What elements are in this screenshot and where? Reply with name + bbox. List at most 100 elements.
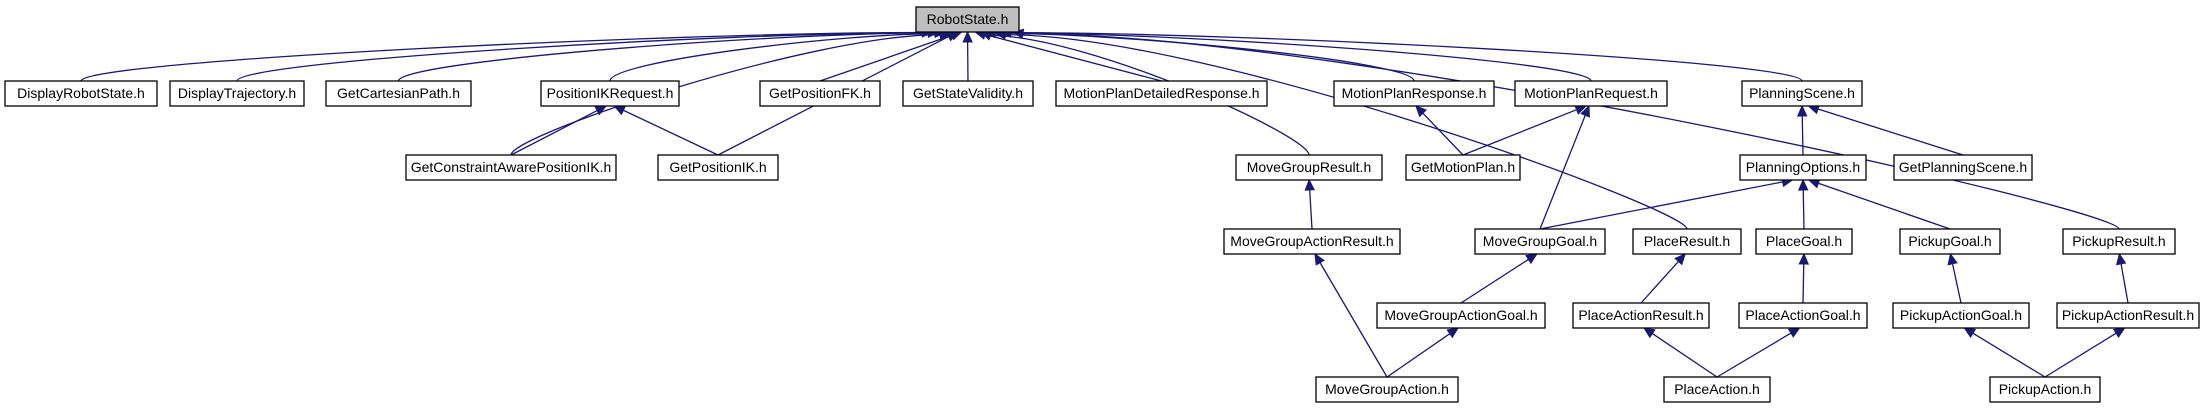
edge-planningoptions-to-planningscene	[1801, 115, 1804, 156]
node-box-getconstraintawarepositionik[interactable]	[405, 154, 617, 181]
node-box-pickupactionresult[interactable]	[2056, 302, 2200, 329]
node-label-planningscene: PlanningScene.h	[1749, 85, 1855, 101]
edge-placegoal-to-planningoptions	[1802, 189, 1805, 230]
node-box-movegroupactionresult[interactable]	[1223, 228, 1401, 255]
node-box-placeactionresult[interactable]	[1572, 302, 1710, 329]
node-label-placegoal: PlaceGoal.h	[1766, 233, 1842, 249]
edge-displayrobotstate-to-robotstate	[80, 31, 923, 82]
edge-pickupaction-to-pickupactionresult	[2044, 332, 2117, 378]
edge-motionplanresponse-to-robotstate	[995, 32, 1415, 82]
node-box-placeaction[interactable]	[1663, 376, 1771, 403]
node-getmotionplan[interactable]: GetMotionPlan.h	[1405, 154, 1521, 181]
node-motionplanrequest[interactable]: MotionPlanRequest.h	[1514, 80, 1668, 107]
node-box-pickupactiongoal[interactable]	[1892, 302, 2030, 329]
node-placeactiongoal[interactable]: PlaceActionGoal.h	[1738, 302, 1868, 329]
node-getcartesianpath[interactable]: GetCartesianPath.h	[325, 80, 472, 107]
node-label-getcartesianpath: GetCartesianPath.h	[337, 85, 460, 101]
node-box-placeresult[interactable]	[1632, 228, 1742, 255]
arrowhead-movegroupgoal-to-motionplanrequest	[1580, 104, 1590, 118]
node-box-movegroupaction[interactable]	[1315, 376, 1459, 403]
node-box-pickupgoal[interactable]	[1899, 228, 2001, 255]
node-box-placegoal[interactable]	[1755, 228, 1853, 255]
node-displayrobotstate[interactable]: DisplayRobotState.h	[4, 80, 158, 107]
edge-motionplanrequest-to-robotstate	[1002, 32, 1592, 82]
node-pickupactiongoal[interactable]: PickupActionGoal.h	[1892, 302, 2030, 329]
arrowhead-pickupaction-to-pickupactionresult	[2112, 327, 2126, 338]
node-box-planningscene[interactable]	[1741, 80, 1863, 107]
node-box-planningoptions[interactable]	[1739, 154, 1867, 181]
edge-placeactionresult-to-placeresult	[1640, 260, 1679, 304]
node-box-motionplanrequest[interactable]	[1514, 80, 1668, 107]
node-positionikrequest[interactable]: PositionIKRequest.h	[540, 80, 680, 107]
arrowhead-pickupaction-to-pickupactiongoal	[1963, 327, 1977, 338]
node-box-pickupaction[interactable]	[1989, 376, 2101, 403]
node-label-getplanningscene: GetPlanningScene.h	[1899, 159, 2027, 175]
node-getconstraintawarepositionik[interactable]: GetConstraintAwarePositionIK.h	[405, 154, 617, 181]
node-planningscene[interactable]: PlanningScene.h	[1741, 80, 1863, 107]
node-box-displayrobotstate[interactable]	[4, 80, 158, 107]
node-box-pickupresult[interactable]	[2062, 228, 2176, 255]
edges-layer	[80, 27, 2129, 378]
node-placegoal[interactable]: PlaceGoal.h	[1755, 228, 1853, 255]
node-box-getpositionik[interactable]	[657, 154, 779, 181]
node-getstatevalidity[interactable]: GetStateValidity.h	[902, 80, 1034, 107]
node-label-placeresult: PlaceResult.h	[1644, 233, 1730, 249]
node-box-getpositionfk[interactable]	[759, 80, 881, 107]
edge-positionikrequest-to-robotstate	[609, 32, 944, 82]
node-movegroupaction[interactable]: MoveGroupAction.h	[1315, 376, 1459, 403]
node-pickupresult[interactable]: PickupResult.h	[2062, 228, 2176, 255]
node-label-getpositionik: GetPositionIK.h	[669, 159, 766, 175]
node-box-displaytrajectory[interactable]	[169, 80, 305, 107]
node-label-displayrobotstate: DisplayRobotState.h	[17, 85, 145, 101]
node-box-getplanningscene[interactable]	[1893, 154, 2033, 181]
edge-getconstraintawarepositionik-to-positionikrequest	[510, 110, 598, 156]
node-getpositionik[interactable]: GetPositionIK.h	[657, 154, 779, 181]
node-getplanningscene[interactable]: GetPlanningScene.h	[1893, 154, 2033, 181]
node-movegroupresult[interactable]: MoveGroupResult.h	[1235, 154, 1383, 181]
node-planningoptions[interactable]: PlanningOptions.h	[1739, 154, 1867, 181]
node-robotstate[interactable]: RobotState.h	[915, 6, 1020, 33]
node-placeresult[interactable]: PlaceResult.h	[1632, 228, 1742, 255]
edge-pickupaction-to-pickupactiongoal	[1972, 332, 2046, 378]
node-motionplandetailedresponse[interactable]: MotionPlanDetailedResponse.h	[1055, 80, 1268, 107]
node-movegroupactiongoal[interactable]: MoveGroupActionGoal.h	[1376, 302, 1546, 329]
node-label-movegroupresult: MoveGroupResult.h	[1247, 159, 1372, 175]
node-label-planningoptions: PlanningOptions.h	[1746, 159, 1860, 175]
node-pickupactionresult[interactable]: PickupActionResult.h	[2056, 302, 2200, 329]
edge-getcartesianpath-to-robotstate	[397, 32, 935, 82]
node-placeaction[interactable]: PlaceAction.h	[1663, 376, 1771, 403]
node-box-getstatevalidity[interactable]	[902, 80, 1034, 107]
node-box-robotstate[interactable]	[915, 6, 1020, 33]
node-box-motionplandetailedresponse[interactable]	[1055, 80, 1268, 107]
node-movegroupactionresult[interactable]: MoveGroupActionResult.h	[1223, 228, 1401, 255]
edge-movegroupgoal-to-motionplanrequest	[1539, 115, 1586, 230]
node-label-motionplandetailedresponse: MotionPlanDetailedResponse.h	[1063, 85, 1259, 101]
node-getpositionfk[interactable]: GetPositionFK.h	[759, 80, 881, 107]
node-label-pickupgoal: PickupGoal.h	[1908, 233, 1991, 249]
edge-motionplandetailedresponse-to-robotstate	[984, 33, 1162, 82]
node-box-getcartesianpath[interactable]	[325, 80, 472, 107]
node-movegroupgoal[interactable]: MoveGroupGoal.h	[1474, 228, 1606, 255]
node-motionplanresponse[interactable]: MotionPlanResponse.h	[1333, 80, 1495, 107]
arrowhead-movegroupactiongoal-to-movegroupgoal	[1525, 253, 1538, 265]
arrowhead-movegroupaction-to-movegroupactionresult	[1314, 252, 1325, 266]
node-label-displaytrajectory: DisplayTrajectory.h	[178, 85, 296, 101]
node-pickupgoal[interactable]: PickupGoal.h	[1899, 228, 2001, 255]
node-box-movegroupresult[interactable]	[1235, 154, 1383, 181]
node-box-movegroupactiongoal[interactable]	[1376, 302, 1546, 329]
arrowhead-pickupactionresult-to-pickupresult	[2115, 252, 2127, 266]
edge-placeaction-to-placeactiongoal	[1716, 332, 1792, 378]
node-box-getmotionplan[interactable]	[1405, 154, 1521, 181]
node-box-placeactiongoal[interactable]	[1738, 302, 1868, 329]
arrowhead-placeactionresult-to-placeresult	[1674, 253, 1686, 266]
node-box-motionplanresponse[interactable]	[1333, 80, 1495, 107]
node-label-pickupaction: PickupAction.h	[1999, 381, 2092, 397]
node-pickupaction[interactable]: PickupAction.h	[1989, 376, 2101, 403]
edge-pickupgoal-to-planningoptions	[1818, 182, 1951, 230]
node-displaytrajectory[interactable]: DisplayTrajectory.h	[169, 80, 305, 107]
edge-placeaction-to-placeactionresult	[1651, 333, 1718, 378]
node-placeactionresult[interactable]: PlaceActionResult.h	[1572, 302, 1710, 329]
node-box-positionikrequest[interactable]	[540, 80, 680, 107]
node-box-movegroupgoal[interactable]	[1474, 228, 1606, 255]
